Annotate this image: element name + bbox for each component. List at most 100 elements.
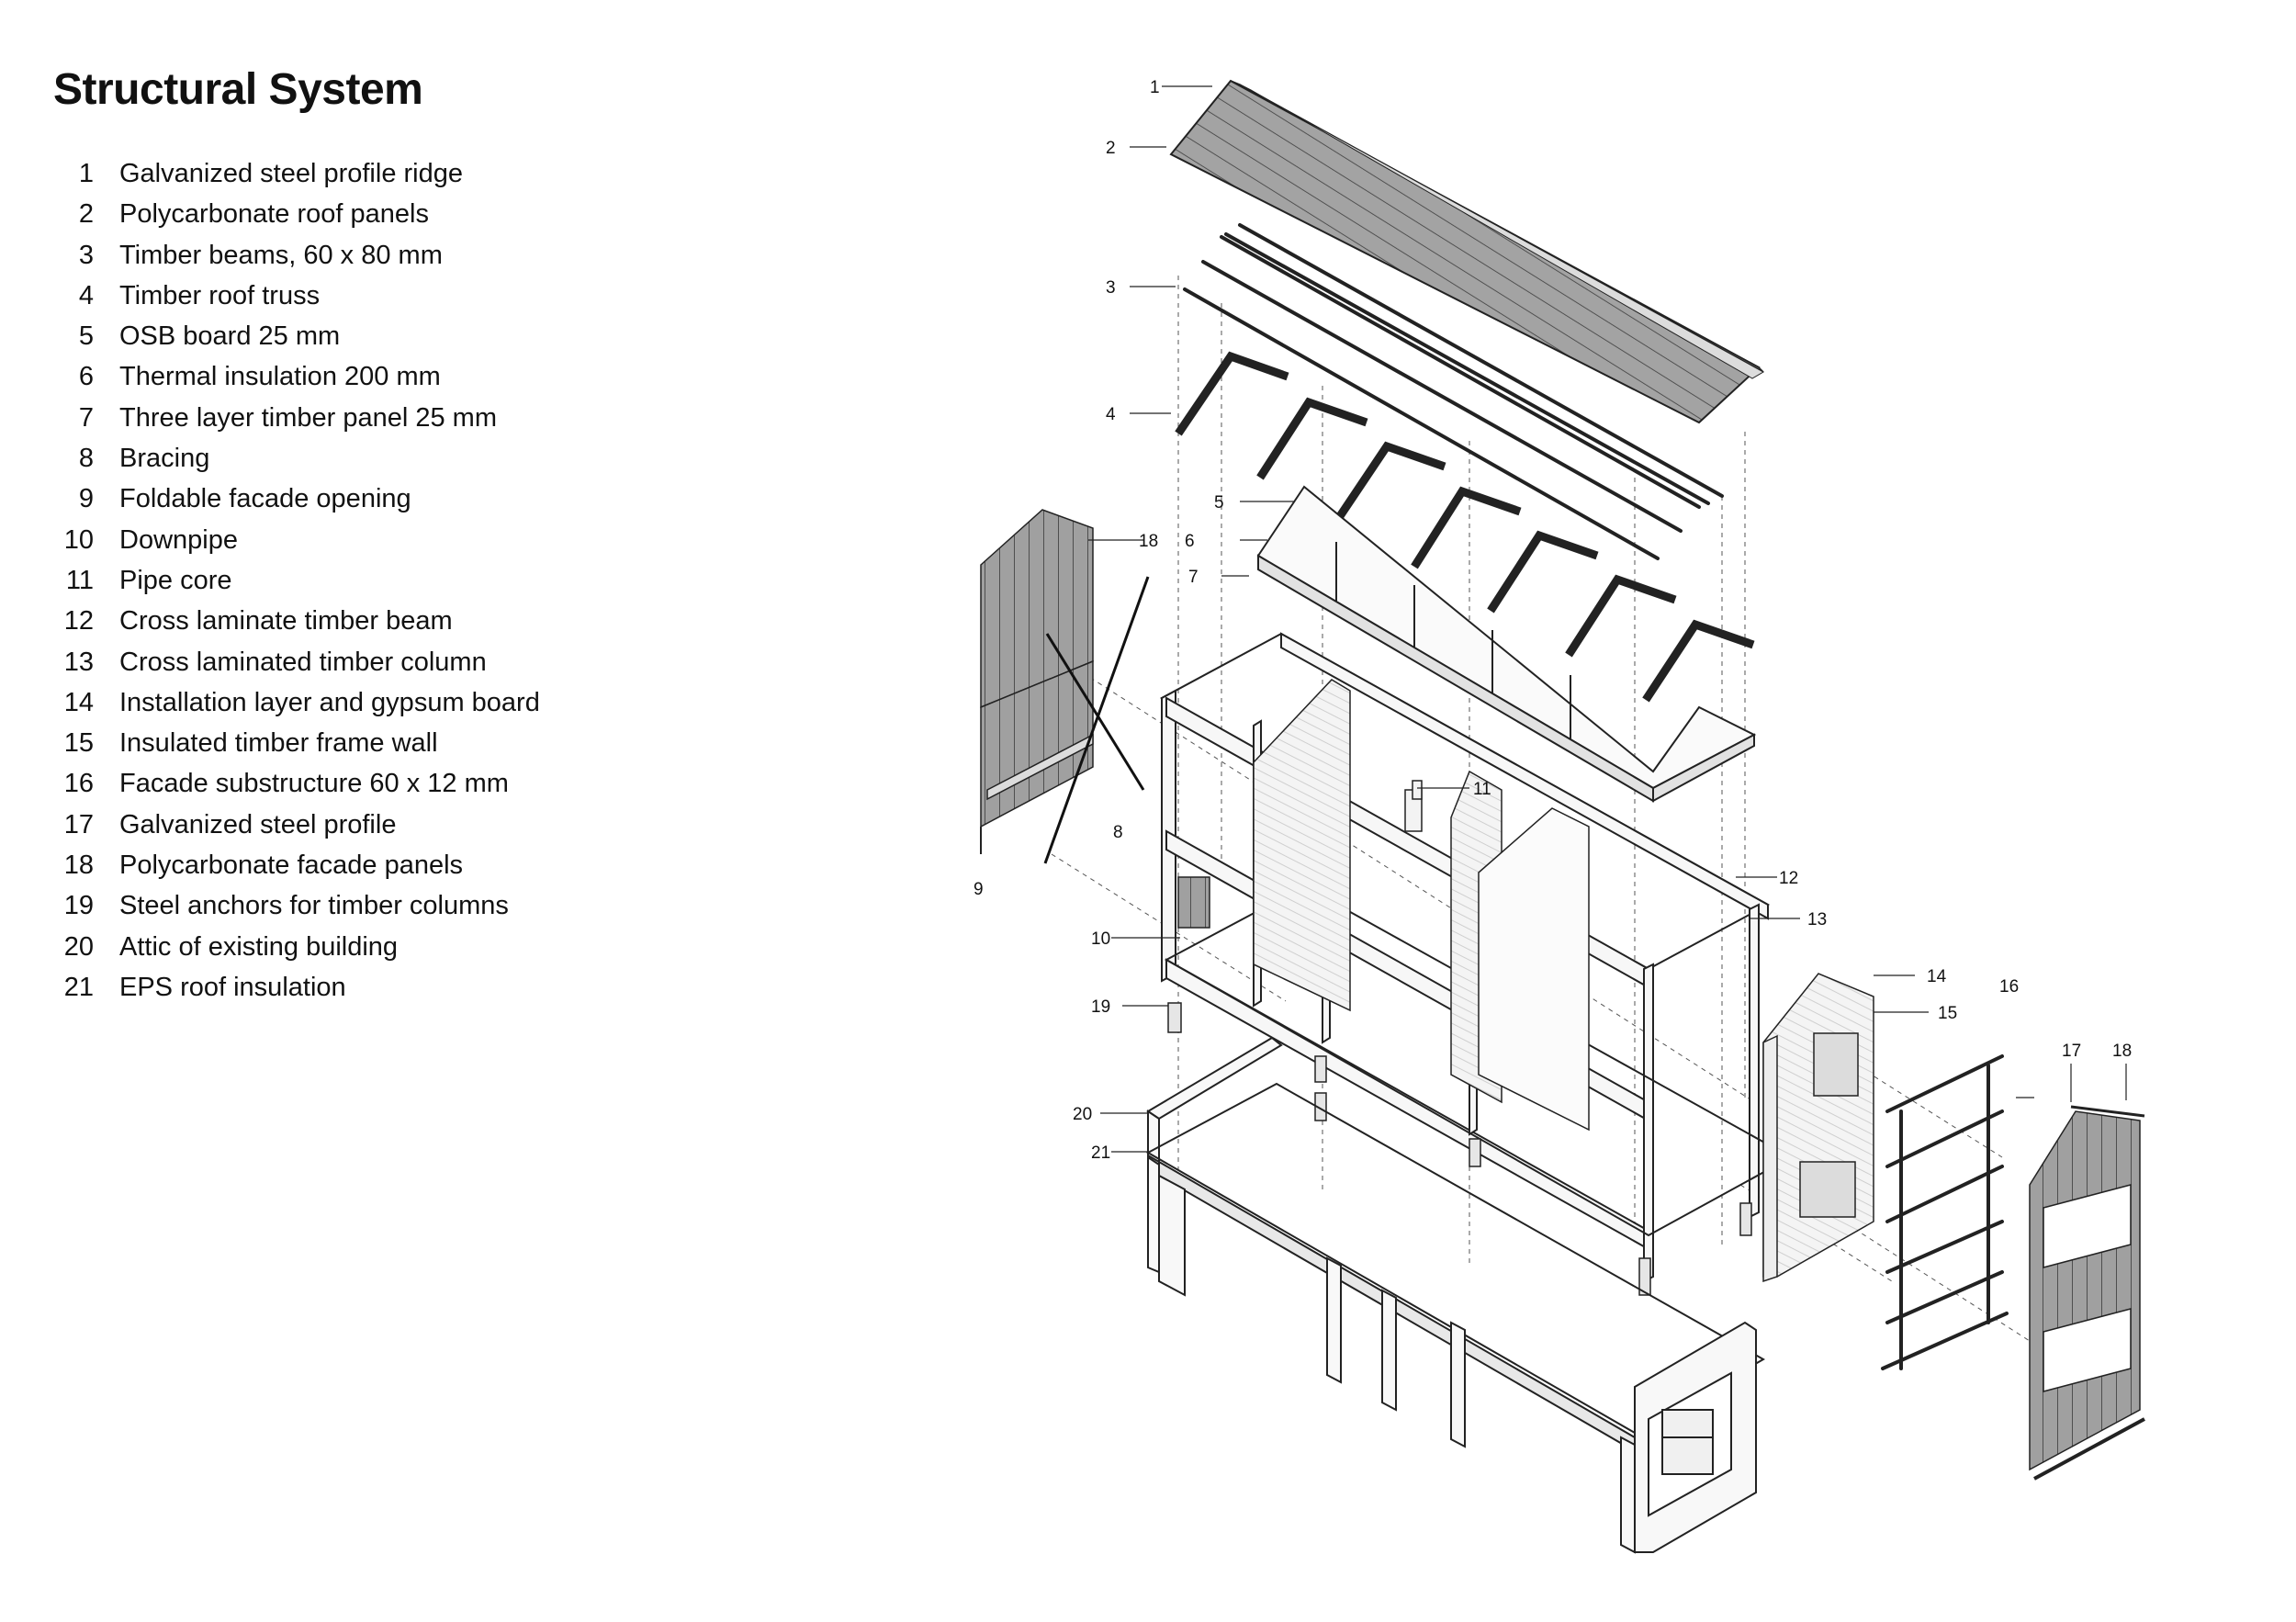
callout-12: 12 [1779,869,1798,888]
legend-item: 8 Bracing [53,444,715,484]
foldable-facade-opening [980,509,1094,854]
legend-item: 18 Polycarbonate facade panels [53,850,715,891]
callout-5: 5 [1214,493,1224,513]
legend-text: Bracing [119,444,210,474]
legend-item: 15 Insulated timber frame wall [53,728,715,769]
callout-17: 17 [2062,1042,2081,1061]
roof-cassette [1256,485,1757,803]
steel-anchors [1167,1002,1752,1296]
legend-text: Galvanized steel profile [119,809,397,839]
callout-18-right: 18 [2112,1042,2132,1061]
legend-text: Downpipe [119,524,238,555]
legend-number: 18 [63,850,94,881]
legend-number: 17 [63,809,94,839]
callout-20: 20 [1073,1105,1092,1124]
legend-item: 11 Pipe core [53,566,715,606]
bracing [1043,576,1150,864]
callout-9: 9 [974,880,984,899]
legend-text: Polycarbonate facade panels [119,850,464,881]
legend-item: 10 Downpipe [53,525,715,566]
polycarbonate-facade-right [2029,1105,2145,1481]
legend-number: 1 [78,159,94,188]
legend-number: 19 [63,891,94,921]
legend-item: 1 Galvanized steel profile ridge [53,159,715,199]
legend-number: 8 [78,444,94,474]
legend-text: Three layer timber panel 25 mm [119,402,497,433]
pipe-core [1404,780,1423,832]
legend-item: 19 Steel anchors for timber columns [53,891,715,931]
callout-7: 7 [1188,568,1199,587]
polycarbonate-roof [1169,79,1765,424]
callout-2: 2 [1106,139,1116,158]
legend-item: 9 Foldable facade opening [53,484,715,524]
callout-13: 13 [1807,910,1827,929]
legend-text: Facade substructure 60 x 12 mm [119,769,509,799]
legend-number: 20 [63,931,94,962]
callout-14: 14 [1927,967,1947,986]
callout-19: 19 [1091,997,1110,1017]
callout-18-left: 18 [1139,532,1158,551]
legend-number: 9 [78,484,94,514]
callout-6: 6 [1185,532,1195,551]
legend-number: 15 [63,728,94,759]
legend-text: Thermal insulation 200 mm [119,362,441,392]
legend-text: Foldable facade opening [119,484,411,514]
callout-11: 11 [1473,780,1491,799]
legend-number: 14 [63,687,94,717]
legend-item: 12 Cross laminate timber beam [53,606,715,647]
legend-item: 6 Thermal insulation 200 mm [53,362,715,402]
legend-number: 6 [78,362,94,392]
legend-text: Steel anchors for timber columns [119,891,509,921]
callout-16: 16 [1999,977,2019,997]
legend-item: 17 Galvanized steel profile [53,810,715,850]
legend-item: 3 Timber beams, 60 x 80 mm [53,241,715,281]
legend-text: Attic of existing building [119,931,399,962]
legend-number: 2 [78,199,94,230]
callout-4: 4 [1106,405,1116,424]
legend-number: 4 [78,280,94,310]
callout-1: 1 [1150,78,1160,97]
timber-roof-trusses [1175,351,1755,703]
legend-text: Galvanized steel profile ridge [119,159,463,188]
legend-number: 16 [63,769,94,799]
legend-item: 7 Three layer timber panel 25 mm [53,403,715,444]
legend-item: 20 Attic of existing building [53,932,715,973]
legend-text: Insulated timber frame wall [119,728,438,759]
legend-item: 16 Facade substructure 60 x 12 mm [53,769,715,809]
legend-number: 10 [63,524,94,555]
legend-text: Pipe core [119,565,232,595]
legend-number: 5 [78,321,94,352]
insulated-gable-wall [1762,973,1874,1283]
legend-item: 4 Timber roof truss [53,281,715,321]
timber-beams [1183,223,1724,560]
legend-text: Polycarbonate roof panels [119,199,429,230]
legend-item: 2 Polycarbonate roof panels [53,199,715,240]
legend-number: 3 [78,240,94,270]
callout-15: 15 [1938,1004,1957,1023]
facade-substructure [1881,1054,2009,1370]
interior-walls [1253,679,1590,1132]
callout-3: 3 [1106,278,1116,298]
callout-21: 21 [1091,1143,1110,1163]
callout-10: 10 [1091,929,1110,949]
legend-text: Cross laminate timber beam [119,606,453,636]
legend-text: Timber roof truss [119,280,321,310]
legend-text: Cross laminated timber column [119,647,487,677]
legend-item: 21 EPS roof insulation [53,973,715,1013]
legend-text: EPS roof insulation [119,972,346,1002]
legend-number: 12 [63,606,94,636]
downpipe [1177,876,1210,929]
diagram-title: Structural System [53,65,423,114]
callouts: 1 2 3 4 5 6 7 18 8 9 10 11 12 13 14 15 1… [974,78,2132,1163]
legend-text: Timber beams, 60 x 80 mm [119,240,443,270]
legend-item: 13 Cross laminated timber column [53,648,715,688]
legend-number: 11 [65,565,94,595]
legend-number: 21 [63,972,94,1002]
legend-number: 13 [63,647,94,677]
legend-number: 7 [78,402,94,433]
